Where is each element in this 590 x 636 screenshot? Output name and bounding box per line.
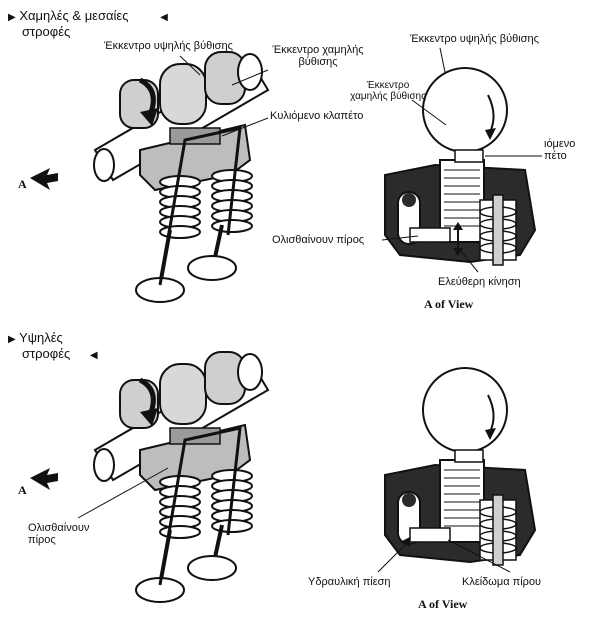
heading-bottom-line1: Υψηλές (19, 330, 63, 345)
view-label-roller-partial: ιόμενο πέτο (544, 138, 575, 162)
view-caption-bottom: A of View (418, 597, 468, 611)
label-sliding-pin-bottom-line2: πίρος (28, 534, 56, 546)
label-high-lift-cam: Έκκεντρο υψηλής βύθισης (104, 40, 233, 52)
arrow-a-label-bottom: A (18, 483, 27, 497)
view-caption-top: A of View (424, 297, 474, 311)
heading-bottom-line2-text: στροφές (22, 346, 71, 361)
view-label-hydraulic-pressure: Υδραυλική πίεση (308, 576, 391, 588)
view-label-sliding-pin: Ολισθαίνουν πίρος (272, 234, 365, 246)
heading-bottom-line2: στροφές ◀ (22, 346, 98, 364)
label-sliding-pin-bottom-line1: Ολισθαίνουν (28, 522, 90, 534)
label-low-lift-cam: Έκκεντρο χαμηλής βύθισης (268, 44, 368, 68)
view-label-low-lift-cam: Έκκεντρο χαμηλής βύθισης (350, 80, 426, 102)
view-label-roller-line1: ιόμενο (544, 138, 576, 150)
heading-top-line2: στροφές (22, 24, 71, 39)
view-label-high-lift-cam: Έκκεντρο υψηλής βύθισης (410, 33, 539, 45)
play-marker-icon-bottom: ▶ (8, 334, 16, 345)
view-label-roller-line2: πέτο (544, 150, 567, 162)
arrow-a-label-top: A (18, 177, 27, 191)
label-low-lift-cam-line1: Έκκεντρο χαμηλής (272, 44, 364, 56)
view-label-low-lift-cam-line2: χαμηλής βύθισης (350, 91, 426, 102)
label-sliding-pin-bottom: Ολισθαίνουν πίρος (28, 522, 89, 546)
view-label-free-motion: Ελεύθερη κίνηση (438, 276, 521, 288)
label-low-lift-cam-line2: βύθισης (298, 56, 338, 68)
view-label-low-lift-cam-line1: Έκκεντρο (366, 80, 410, 91)
rocker-assembly-bottom (30, 352, 268, 602)
label-roller-rocker: Κυλιόμενο κλαπέτο (270, 110, 364, 122)
view-a-section-bottom (384, 367, 536, 566)
play-marker-reverse-icon: ◀ (160, 12, 168, 23)
view-label-pin-lock: Κλείδωμα πίρου (462, 576, 542, 588)
heading-top-line1: Χαμηλές & μεσαίες (19, 8, 129, 23)
play-marker-icon: ▶ (8, 12, 16, 23)
section-heading-bottom: ▶ Υψηλές (8, 330, 63, 348)
section-heading-top: ▶ Χαμηλές & μεσαίες ◀ (8, 8, 168, 26)
rocker-assembly-top (30, 52, 268, 302)
play-marker-reverse-icon-bottom: ◀ (89, 350, 98, 361)
